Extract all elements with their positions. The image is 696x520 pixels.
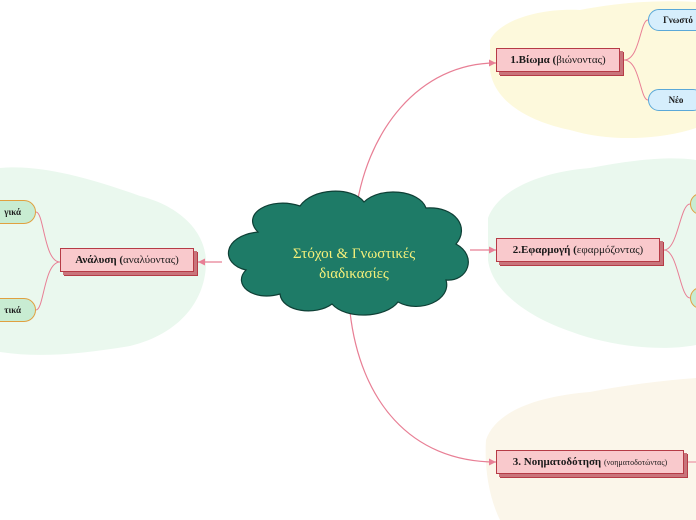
arrow-vioma xyxy=(489,59,496,67)
arrow-efarmogi xyxy=(489,246,496,254)
node-neo-label: Νέο xyxy=(668,95,684,105)
node-efarmogi-bold: 2.Εφαρμογή ( xyxy=(512,244,577,256)
arrow-analysi xyxy=(198,258,205,266)
node-analysi-rest: αναλύοντας) xyxy=(123,254,179,266)
central-topic-line2: διαδικασίες xyxy=(319,266,389,282)
node-vioma-bold: 1.Βίωμα ( xyxy=(510,54,557,66)
node-vioma[interactable]: 1.Βίωμα (βιώνοντας) xyxy=(496,48,620,72)
node-neo[interactable]: Νέο xyxy=(648,89,696,111)
subconn-vioma xyxy=(623,19,649,101)
arrow-noimatodotisi xyxy=(489,458,496,466)
subconn-efarmogi xyxy=(663,203,691,299)
node-noimatodotisi-bold: 3. Νοηματοδότηση xyxy=(512,456,602,468)
node-vioma-rest: βιώνοντας) xyxy=(556,54,606,66)
central-topic-line1: Στόχοι & Γνωστικές xyxy=(292,246,416,262)
node-gnosto[interactable]: Γνωστό xyxy=(648,9,696,31)
central-topic[interactable]: Στόχοι & Γνωστικές διαδικασίες xyxy=(230,244,478,284)
node-analysi-child-1-label: γικά xyxy=(4,207,21,217)
subconn-analysi xyxy=(35,211,61,311)
connector-vioma xyxy=(354,62,497,219)
node-efarmogi-rest: εφαρμόζοντας) xyxy=(576,244,644,256)
central-cloud xyxy=(228,190,469,316)
node-analysi[interactable]: Ανάλυση (αναλύοντας) xyxy=(60,248,194,272)
node-analysi-child-2[interactable]: τικά xyxy=(0,298,36,322)
node-gnosto-label: Γνωστό xyxy=(663,15,693,25)
node-analysi-bold: Ανάλυση ( xyxy=(75,254,123,266)
node-efarmogi[interactable]: 2.Εφαρμογή (εφαρμόζοντας) xyxy=(496,238,660,262)
zone-noimatodotisi xyxy=(485,378,696,520)
node-noimatodotisi-rest: (νοηματοδοτώντας) xyxy=(603,457,668,467)
node-noimatodotisi[interactable]: 3. Νοηματοδότηση (νοηματοδοτώντας) xyxy=(496,450,684,474)
node-analysi-child-2-label: τικά xyxy=(4,305,21,315)
node-analysi-child-1[interactable]: γικά xyxy=(0,200,36,224)
connector-noimatodotisi xyxy=(349,311,497,463)
